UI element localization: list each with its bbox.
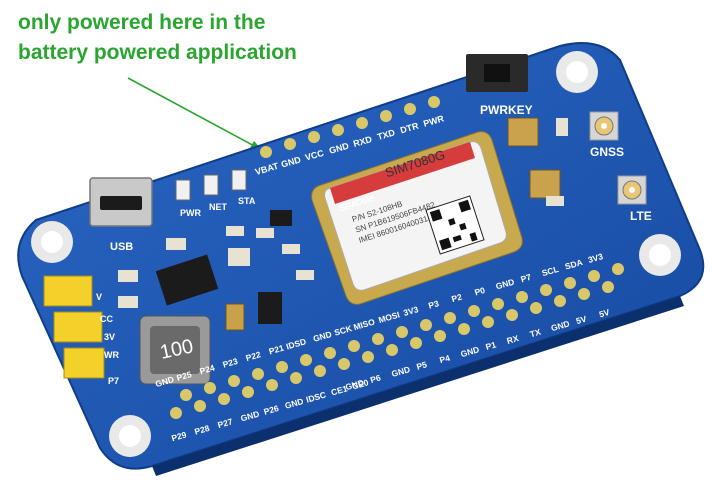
led-label-net: NET bbox=[209, 202, 228, 212]
gpio-label: P6 bbox=[369, 372, 382, 385]
gpio-label: P26 bbox=[263, 403, 281, 417]
gpio-label: 3V3 bbox=[587, 251, 605, 265]
gpio-label: 5V bbox=[598, 307, 611, 320]
led-label-pwr: PWR bbox=[180, 208, 201, 218]
annotation-line-2: battery powered application bbox=[18, 41, 297, 64]
gpio-label: SDA bbox=[564, 257, 584, 272]
pwrkey-button[interactable] bbox=[466, 54, 528, 92]
gnss-label: GNSS bbox=[590, 145, 624, 159]
gpio-label: 3V3 bbox=[402, 304, 420, 318]
gpio-label: SCL bbox=[541, 264, 560, 278]
power-inductor bbox=[139, 315, 211, 385]
gpio-label: P5 bbox=[415, 359, 428, 372]
mounting-hole bbox=[639, 234, 681, 276]
lte-antenna-connector bbox=[617, 175, 647, 205]
gpio-label: P22 bbox=[245, 349, 263, 363]
gpio-pads bbox=[170, 263, 624, 419]
usb-connector bbox=[89, 177, 153, 227]
gpio-label: RX bbox=[506, 333, 520, 346]
gpio-label: 5V bbox=[575, 313, 588, 326]
gpio-label: P25 bbox=[175, 369, 193, 383]
gpio-label: P28 bbox=[193, 423, 211, 437]
annotation-text: only powered here in the battery powered… bbox=[18, 8, 378, 68]
mounting-hole bbox=[109, 415, 151, 457]
annotation-line-1: only powered here in the bbox=[18, 11, 266, 34]
jumper-labels: V CC 3V WR P7 bbox=[96, 292, 119, 386]
jumper-label: V bbox=[96, 292, 102, 302]
mounting-hole bbox=[31, 221, 73, 263]
gpio-label: P1 bbox=[484, 339, 497, 352]
gpio-label: SCK bbox=[333, 323, 354, 338]
gpio-label: P29 bbox=[170, 429, 188, 443]
gnss-antenna-connector bbox=[589, 111, 619, 141]
mounting-hole bbox=[556, 51, 598, 93]
gpio-label: P0 bbox=[473, 285, 486, 298]
gpio-label: P27 bbox=[216, 416, 234, 430]
gpio-label: P2 bbox=[450, 292, 463, 305]
gpio-label: CE0 bbox=[351, 377, 370, 391]
pwrkey-label: PWRKEY bbox=[480, 103, 533, 117]
status-leds bbox=[175, 169, 247, 201]
regulator-chip bbox=[155, 254, 219, 306]
lte-label: LTE bbox=[630, 209, 652, 223]
gpio-label: TX bbox=[529, 327, 543, 340]
gpio-label: P21 bbox=[268, 343, 286, 357]
annotation-arrow bbox=[127, 77, 262, 150]
gpio-label: P4 bbox=[438, 353, 451, 366]
gpio-label: P7 bbox=[520, 272, 533, 285]
gpio-labels-top: GND P25 P24 P23 P22 P21 IDSD GND SCK MIS… bbox=[154, 251, 604, 389]
jumper-label: WR bbox=[104, 350, 119, 360]
gpio-label: P23 bbox=[222, 356, 240, 370]
jumper-label: 3V bbox=[104, 332, 115, 342]
sim7080g-module bbox=[311, 131, 523, 305]
gpio-label: CE1 bbox=[330, 383, 349, 397]
qr-code bbox=[425, 195, 485, 255]
smd-components bbox=[118, 117, 568, 331]
jumper-header[interactable] bbox=[43, 275, 105, 379]
jumper-label: P7 bbox=[108, 376, 119, 386]
power-header-pins bbox=[260, 96, 440, 158]
gpio-label: P24 bbox=[198, 362, 216, 376]
jumper-label: CC bbox=[100, 314, 113, 324]
led-label-sta: STA bbox=[238, 196, 256, 206]
label-txd: TXD bbox=[376, 127, 397, 142]
gpio-label: P3 bbox=[427, 298, 440, 311]
usb-label: USB bbox=[110, 241, 133, 253]
